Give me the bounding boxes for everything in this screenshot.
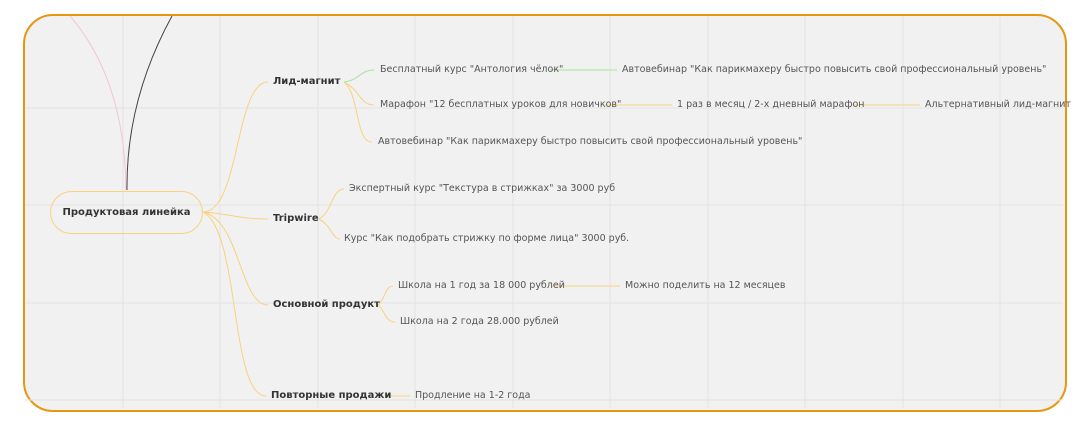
branch-lead-magnet[interactable]: Лид-магнит xyxy=(273,76,341,87)
grid xyxy=(25,16,1063,408)
node[interactable]: Экспертный курс "Текстура в стрижках" за… xyxy=(349,183,616,194)
node[interactable]: Школа на 2 года 28.000 рублей xyxy=(400,316,559,327)
node[interactable]: Автовебинар "Как парикмахеру быстро повы… xyxy=(378,136,803,147)
branch-tripwire[interactable]: Tripwire xyxy=(273,213,319,224)
node[interactable]: Альтернативный лид-магнит xyxy=(925,99,1071,110)
node[interactable]: Автовебинар "Как парикмахеру быстро повы… xyxy=(622,64,1047,75)
node[interactable]: Можно поделить на 12 месяцев xyxy=(625,280,786,291)
branch-repeat-sales[interactable]: Повторные продажи xyxy=(271,390,392,401)
node[interactable]: Марафон "12 бесплатных уроков для новичк… xyxy=(380,99,622,110)
node[interactable]: Продление на 1-2 года xyxy=(415,390,531,401)
node[interactable]: Курс "Как подобрать стрижку по форме лиц… xyxy=(344,233,630,244)
branch-main-product[interactable]: Основной продукт xyxy=(273,299,380,310)
external-link-line xyxy=(126,15,173,191)
root-node[interactable]: Продуктовая линейка xyxy=(50,191,203,234)
external-link-line xyxy=(69,15,127,191)
node[interactable]: Школа на 1 год за 18 000 рублей xyxy=(398,280,565,291)
root-label: Продуктовая линейка xyxy=(62,207,191,218)
node[interactable]: 1 раз в месяц / 2-х дневный марафон xyxy=(677,99,865,110)
node[interactable]: Бесплатный курс "Антология чёлок" xyxy=(380,64,564,75)
